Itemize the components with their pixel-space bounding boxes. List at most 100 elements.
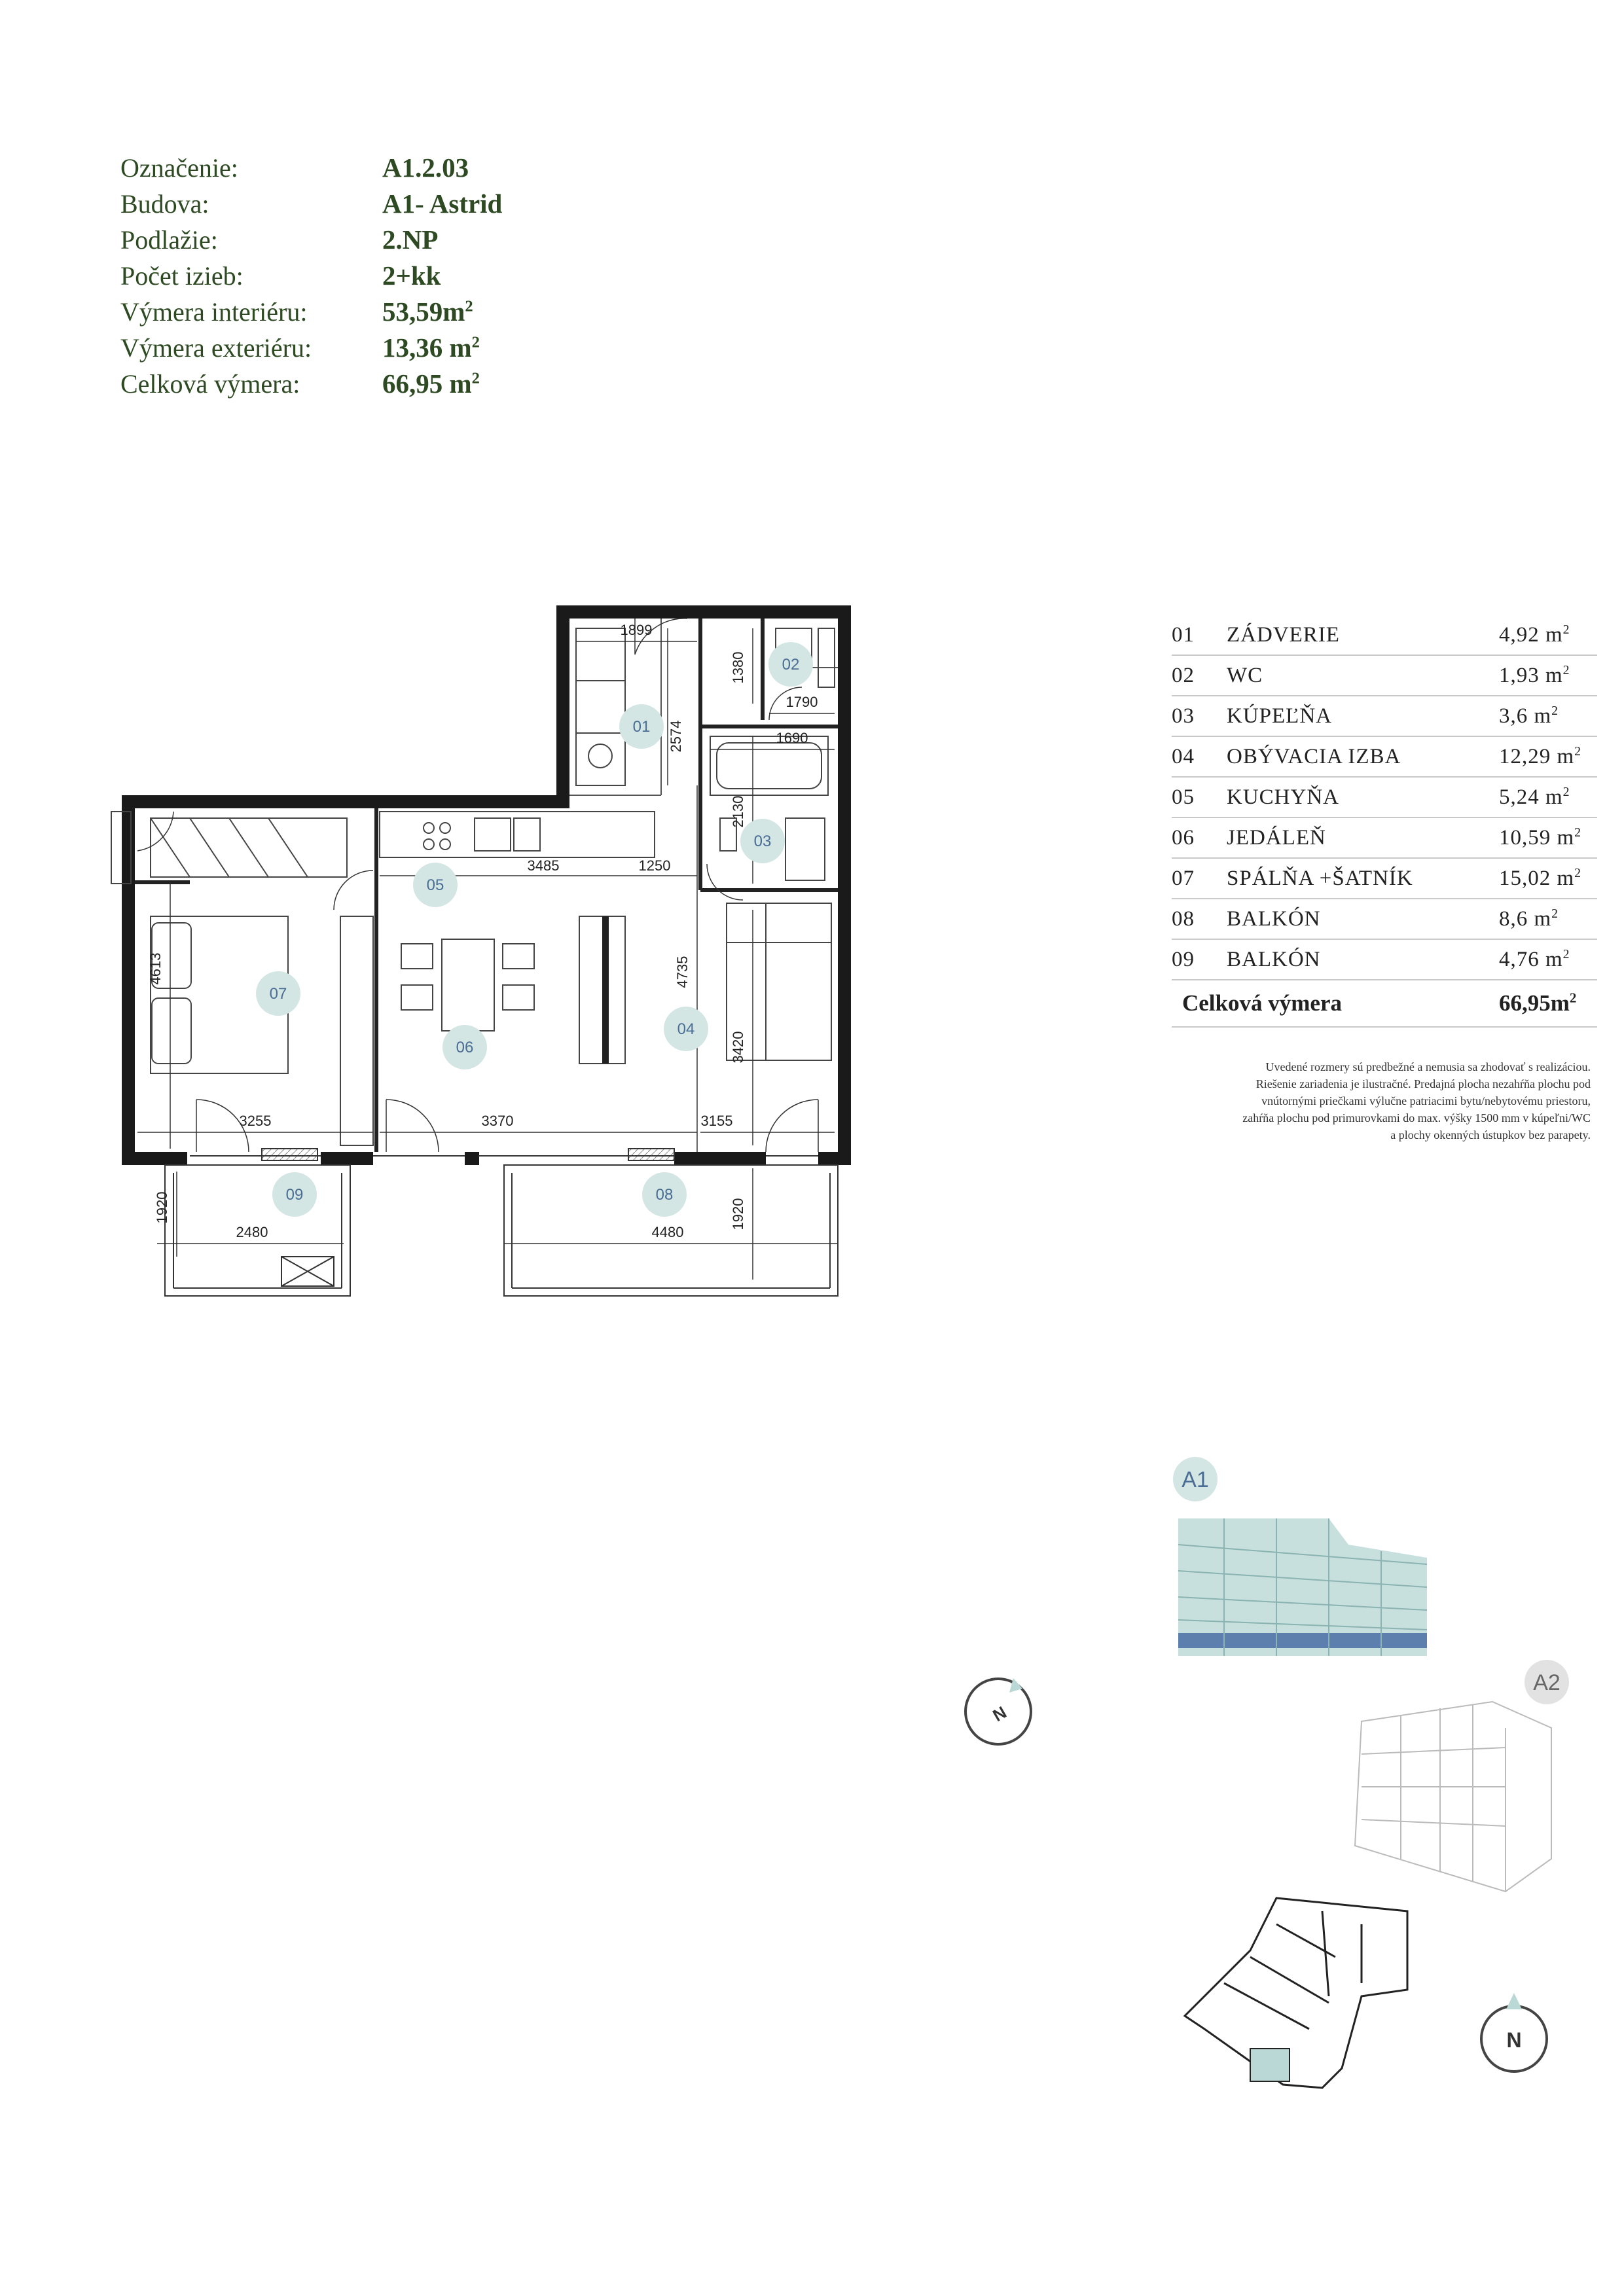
room-area: 12,29 m2 (1499, 744, 1582, 768)
room-badge-label: 03 (754, 833, 772, 850)
room-name: WC (1227, 663, 1263, 687)
info-row: Výmera exteriéru: 13,36 m2 (120, 332, 502, 368)
dimension-label: 4735 (674, 956, 691, 988)
info-value: 13,36 m2 (382, 332, 480, 363)
dimension-label: 4480 (652, 1224, 684, 1240)
room-badge (664, 1007, 708, 1051)
dimension-lines (137, 628, 838, 1280)
a2-badge (1525, 1660, 1569, 1704)
room-name: KÚPEĽŇA (1227, 704, 1332, 728)
room-badge-label: 06 (456, 1039, 474, 1056)
room-badge (619, 704, 664, 749)
kitchen-counter (379, 811, 655, 858)
info-label: Výmera exteriéru: (120, 333, 312, 363)
room-badge (740, 819, 785, 863)
dimension-label: 1380 (730, 652, 746, 684)
note-line: vnútornými priečkami výlučne patriacimi … (1261, 1094, 1591, 1107)
note-line: Uvedené rozmery sú predbežné a nemusia s… (1265, 1060, 1591, 1073)
room-badge (256, 971, 300, 1016)
room-area: 4,92 m2 (1499, 622, 1570, 647)
info-label: Celková výmera: (120, 369, 300, 399)
room-badge (642, 1172, 687, 1217)
dimension-label: 1250 (639, 857, 671, 874)
floor-plan: 1899138017902574169021303485125047354613… (111, 605, 851, 1297)
dimension-label: 3370 (482, 1113, 514, 1129)
room-number: 06 (1172, 825, 1195, 850)
room-name: BALKÓN (1227, 906, 1321, 931)
note-line: zahŕňa plochu pod primurovkami do max. v… (1242, 1111, 1591, 1124)
hall-wardrobe (575, 628, 626, 786)
interior-walls (135, 619, 838, 1152)
balconies (164, 1164, 839, 1297)
info-value: A1.2.03 (382, 152, 469, 183)
dimension-label: 1899 (621, 622, 653, 638)
info-label: Budova: (120, 189, 209, 219)
info-value: 2.NP (382, 224, 439, 255)
a2-label: A2 (1533, 1670, 1561, 1695)
total-label: Celková výmera (1182, 990, 1342, 1016)
dimension-label: 3155 (701, 1113, 733, 1129)
room-name: OBÝVACIA IZBA (1227, 744, 1401, 768)
room-badge-label: 01 (633, 718, 651, 736)
dimension-label: 1690 (776, 730, 808, 746)
info-row: Budova: A1- Astrid (120, 188, 502, 224)
dimension-label: 4613 (147, 953, 164, 985)
svg-text:N: N (989, 1702, 1009, 1725)
room-name: ZÁDVERIE (1227, 622, 1340, 647)
sofa (726, 903, 832, 1061)
svg-text:N: N (1506, 2028, 1521, 2052)
room-number: 04 (1172, 744, 1195, 768)
room-number: 01 (1172, 622, 1195, 647)
room-badge-label: 09 (286, 1186, 304, 1204)
room-row: 07 SPÁLŇA +ŠATNÍK 15,02 m2 (1172, 859, 1597, 899)
north-compass-left: N (964, 1677, 1032, 1746)
room-area: 15,02 m2 (1499, 865, 1582, 890)
dining-table (401, 939, 535, 1031)
room-name: SPÁLŇA +ŠATNÍK (1227, 866, 1413, 890)
room-number: 03 (1172, 704, 1195, 728)
room-area: 10,59 m2 (1499, 825, 1582, 850)
a2-building (1354, 1700, 1552, 1893)
info-label: Podlažie: (120, 225, 218, 255)
info-label: Označenie: (120, 153, 238, 183)
info-value: A1- Astrid (382, 188, 503, 219)
room-row: 08 BALKÓN 8,6 m2 (1172, 899, 1597, 940)
disclaimer-note: Uvedené rozmery sú predbežné a nemusia s… (1152, 1058, 1591, 1143)
room-number: 08 (1172, 906, 1195, 931)
room-name: KUCHYŇA (1227, 785, 1339, 809)
exterior-walls (122, 605, 851, 1165)
room-row: 01 ZÁDVERIE 4,92 m2 (1172, 615, 1597, 656)
room-number: 07 (1172, 866, 1195, 890)
dimension-label: 3420 (730, 1031, 746, 1064)
room-badge (442, 1025, 487, 1069)
info-row: Počet izieb:2+kk (120, 260, 502, 296)
note-line: Riešenie zariadenia je ilustračné. Preda… (1255, 1077, 1591, 1090)
info-row: Celková výmera:66,95 m2 (120, 368, 502, 404)
info-value: 2+kk (382, 260, 441, 291)
room-badge-label: 02 (782, 656, 800, 673)
dimension-label: 1920 (730, 1198, 746, 1230)
north-compass-right: N (1480, 1993, 1548, 2073)
note-line: a plochy okenných ústupkov bez parapety. (1390, 1128, 1591, 1141)
a1-badge (1173, 1457, 1218, 1501)
room-badge (768, 642, 813, 687)
room-area: 8,6 m2 (1499, 906, 1559, 931)
room-badge (413, 863, 458, 907)
dimension-label: 3485 (528, 857, 560, 874)
dimension-label: 1920 (154, 1192, 170, 1224)
doors (137, 618, 819, 1153)
info-label: Výmera interiéru: (120, 297, 308, 327)
room-badge-label: 07 (270, 985, 287, 1003)
room-name: BALKÓN (1227, 947, 1321, 971)
dimension-label: 1790 (786, 694, 818, 710)
room-area: 4,76 m2 (1499, 946, 1570, 971)
room-badge-label: 04 (677, 1020, 695, 1038)
